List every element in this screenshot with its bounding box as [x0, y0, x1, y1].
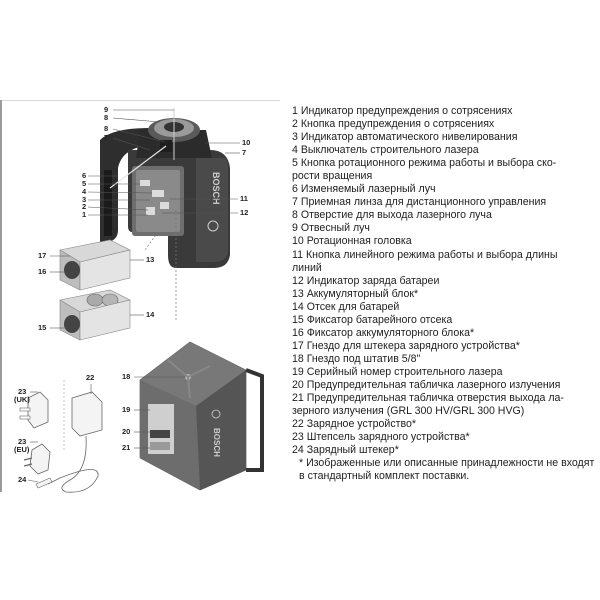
legend-item: 9 Отвесный луч [292, 222, 370, 235]
legend-item: 4 Выключатель строительного лазера [292, 144, 479, 157]
legend-item: 16 Фиксатор аккумуляторного блока* [292, 326, 475, 339]
callout-1: 1 [82, 210, 87, 219]
svg-text:BOSCH: BOSCH [212, 428, 221, 457]
legend-item: 21 Предупредительная табличка отверстия … [292, 392, 564, 405]
legend-item: рости вращения [292, 170, 373, 183]
callout-20: 20 [122, 427, 131, 436]
legend-item: зерного излучения (GRL 300 HV/GRL 300 HV… [292, 405, 525, 418]
legend-footnote: * Изображенные или описанные принадлежно… [299, 457, 595, 483]
label-uk: (UK) [14, 395, 30, 404]
battery-pack [59, 239, 131, 291]
legend-item: 2 Кнопка предупреждения о сотрясениях [292, 118, 495, 131]
svg-text:BOSCH: BOSCH [211, 172, 221, 205]
callout-9: 9 [104, 105, 109, 114]
callout-12: 12 [240, 208, 249, 217]
callout-24: 24 [18, 475, 27, 484]
legend-item: линий [292, 261, 322, 274]
legend-item: 7 Приемная линза для дистанционного упра… [292, 196, 547, 209]
callout-8b: 8 [104, 124, 109, 133]
battery-compartment [59, 289, 131, 341]
label-eu: (EU) [14, 445, 30, 454]
figure-left-rule [0, 100, 2, 492]
callout-5: 5 [82, 179, 87, 188]
callout-14: 14 [146, 310, 155, 319]
callout-7a: 7 [104, 133, 109, 142]
legend-item: 18 Гнездо под штатив 5/8" [292, 352, 421, 365]
legend-item: 12 Индикатор заряда батареи [292, 274, 440, 287]
rotary-laser-bottom: BOSCH [139, 341, 264, 491]
figure-top-rule [0, 100, 280, 101]
parts-legend: 1 Индикатор предупреждения о сотрясениях… [292, 105, 597, 483]
legend-item: 8 Отверстие для выхода лазерного луча [292, 209, 492, 222]
legend-item: 14 Отсек для батарей [292, 300, 400, 313]
legend-item: 3 Индикатор автоматического нивелировани… [292, 131, 518, 144]
legend-item: 23 Штепсель зарядного устройства* [292, 431, 470, 444]
legend-item: 11 Кнопка линейного режима работы и выбо… [292, 248, 558, 261]
callout-2: 2 [82, 202, 87, 211]
legend-item: 6 Изменяемый лазерный луч [292, 183, 436, 196]
parts-illustration: BOSCH [0, 100, 290, 500]
callout-18: 18 [122, 372, 131, 381]
callout-23-uk: 23 [18, 387, 27, 396]
legend-item: 24 Зарядный штекер* [292, 444, 399, 457]
legend-item: 1 Индикатор предупреждения о сотрясениях [292, 105, 513, 117]
rotary-laser-front: BOSCH [87, 108, 240, 320]
callout-21: 21 [122, 443, 131, 452]
callout-19: 19 [122, 405, 131, 414]
legend-item: 13 Аккумуляторный блок* [292, 287, 419, 300]
legend-item: 22 Зарядное устройство* [292, 418, 416, 431]
callout-15: 15 [38, 323, 47, 332]
legend-item: 17 Гнездо для штекера зарядного устройст… [292, 339, 520, 352]
legend-item: 15 Фиксатор батарейного отсека [292, 313, 453, 326]
legend-item: 10 Ротационная головка [292, 235, 412, 248]
callout-17: 17 [38, 251, 47, 260]
legend-item: 5 Кнопка ротационного режима работы и вы… [292, 157, 557, 170]
legend-item: 20 Предупредительная табличка лазерного … [292, 378, 561, 391]
legend-item: 19 Серийный номер строительного лазера [292, 365, 503, 378]
callout-11: 11 [240, 194, 248, 203]
charger-illustration [19, 380, 103, 493]
callout-22: 22 [86, 373, 95, 382]
callout-13: 13 [146, 255, 155, 264]
callout-8a: 8 [104, 113, 109, 122]
callout-4: 4 [82, 187, 87, 196]
callout-6: 6 [82, 171, 87, 180]
callout-10: 10 [242, 138, 251, 147]
callout-23-eu: 23 [18, 437, 27, 446]
callout-16: 16 [38, 267, 47, 276]
callout-3: 3 [82, 195, 87, 204]
callout-7b: 7 [242, 148, 247, 157]
